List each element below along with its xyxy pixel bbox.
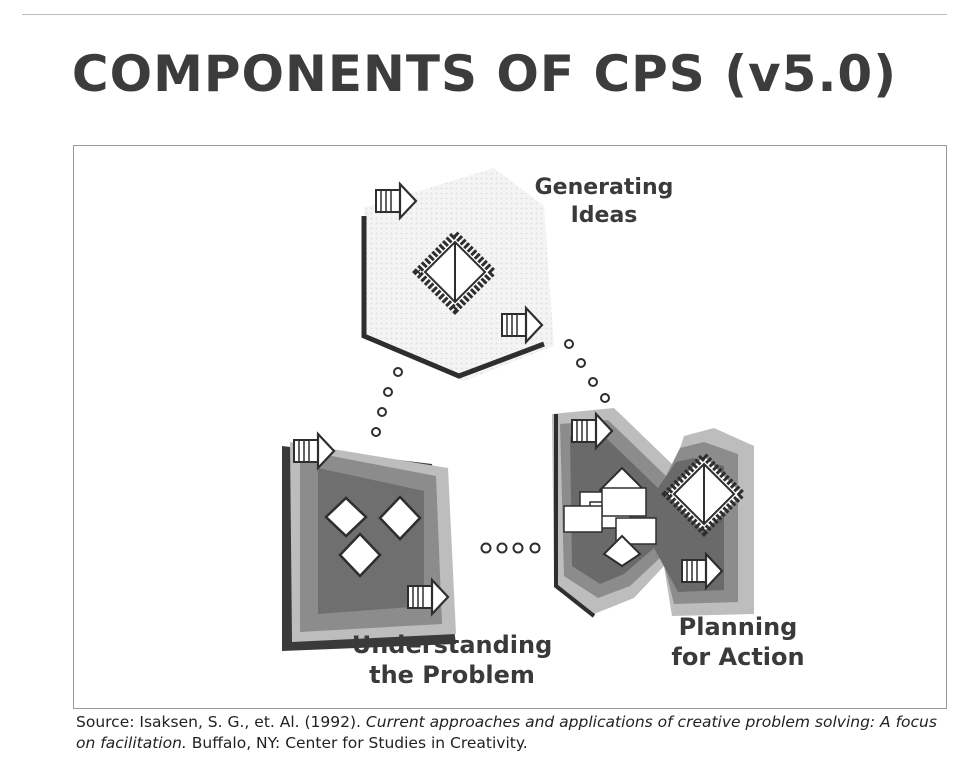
planning-action-label: Planning for Action (658, 612, 818, 672)
understanding-label-line2: the Problem (369, 661, 535, 689)
understanding-problem-label: Understanding the Problem (342, 630, 562, 690)
source-prefix: Source: Isaksen, S. G., et. Al. (1992). (76, 713, 361, 731)
connector-generating-planning (564, 339, 610, 403)
generating-label-line1: Generating (534, 175, 674, 200)
planning-action-component (552, 408, 754, 618)
cps-diagram (282, 168, 754, 651)
source-citation: Source: Isaksen, S. G., et. Al. (1992). … (76, 712, 946, 754)
understanding-diamonds (324, 495, 422, 578)
source-suffix: Buffalo, NY: Center for Studies in Creat… (191, 733, 528, 752)
diagram-frame: Generating Ideas Understanding the Probl… (73, 145, 947, 709)
planning-label-line2: for Action (671, 643, 805, 671)
slide-title: COMPONENTS OF CPS (v5.0) (71, 45, 898, 103)
generating-ideas-label: Generating Ideas (524, 174, 684, 229)
planning-label-line1: Planning (678, 613, 798, 641)
generating-label-line2: Ideas (570, 202, 638, 228)
generating-ideas-component (361, 168, 554, 381)
connector-understanding-planning (480, 542, 541, 554)
connector-generating-understanding (371, 367, 403, 437)
understanding-label-line1: Understanding (351, 631, 553, 659)
slide: COMPONENTS OF CPS (v5.0) (22, 14, 947, 760)
understanding-problem-component (282, 432, 456, 651)
source-book-title: Current approaches and applications of c… (76, 713, 937, 752)
planning-papers (563, 466, 657, 568)
